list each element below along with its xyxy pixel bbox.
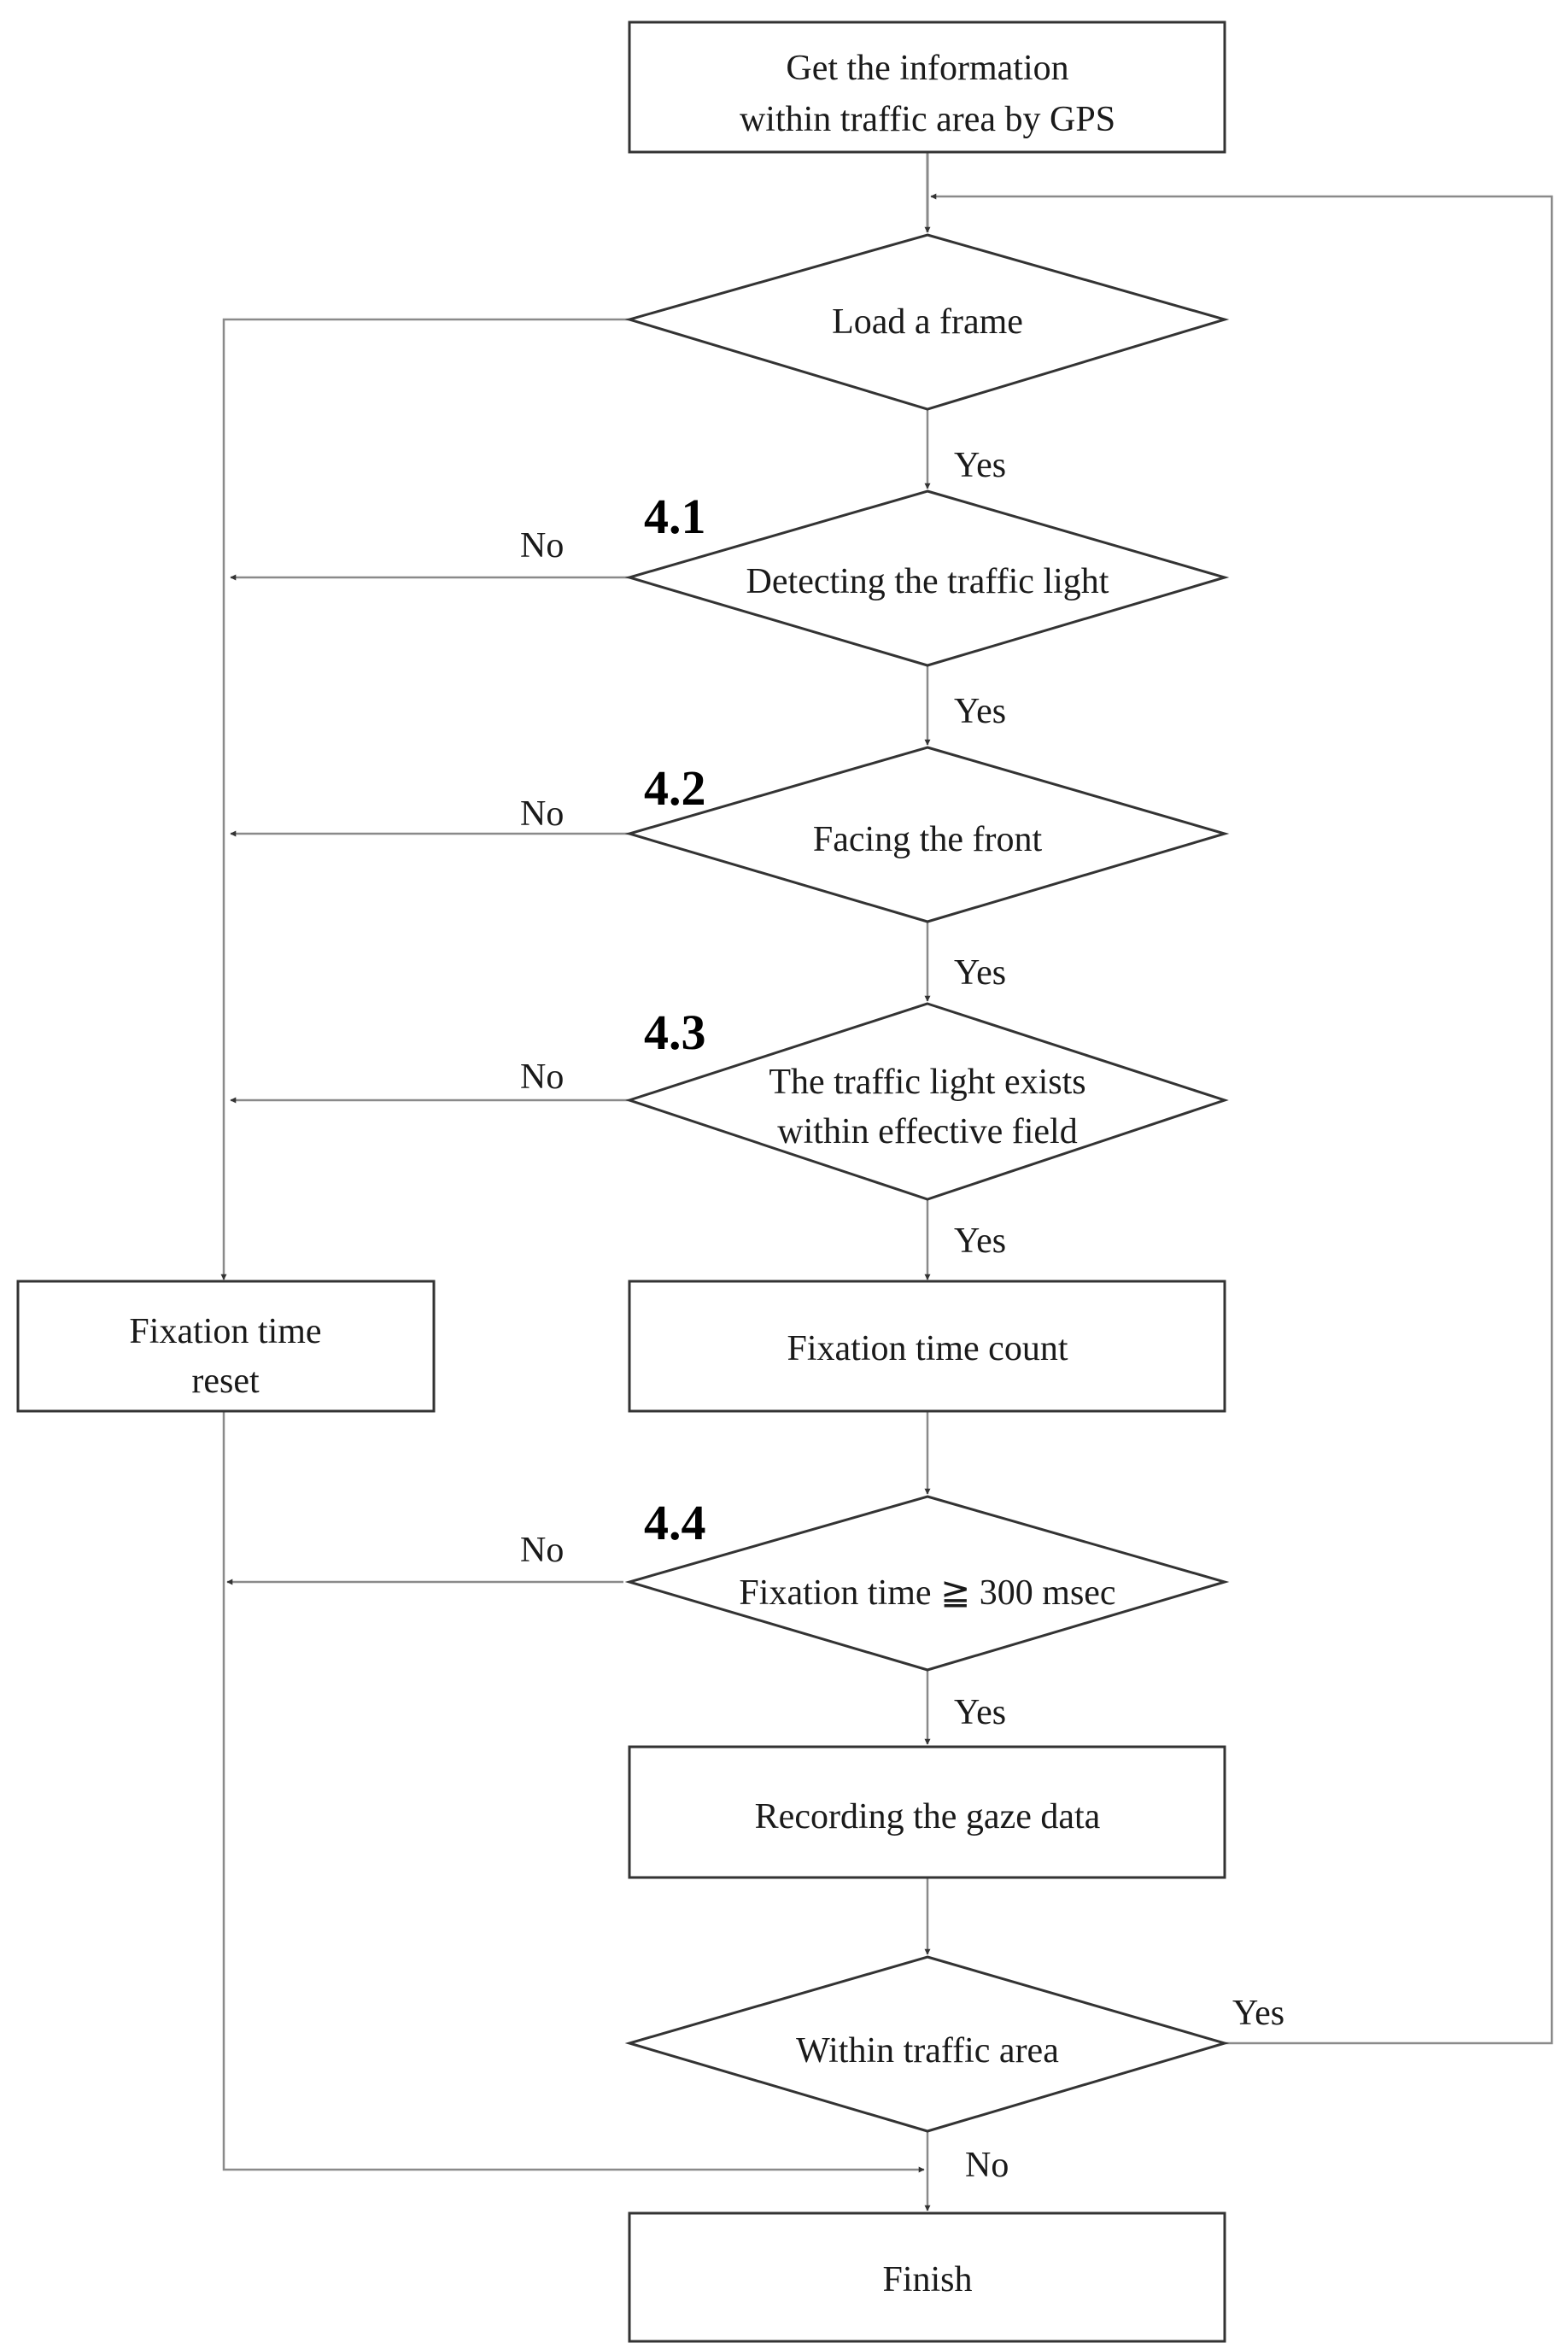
light-in-field-line1: The traffic light exists: [769, 1063, 1085, 1102]
edge-reset-to-finish: [222, 1411, 925, 2173]
no-label-threshold: No: [520, 1531, 564, 1570]
finish-label: Finish: [882, 2260, 972, 2299]
decision-within-area: Within traffic area: [624, 1955, 1230, 2133]
get-info-line2: within traffic area by GPS: [740, 100, 1115, 139]
section-4-1: 4.1: [644, 489, 706, 544]
no-label-field: No: [520, 1057, 564, 1097]
process-fixation-count: Fixation time count: [628, 1280, 1226, 1413]
no-label-within-area: No: [965, 2146, 1009, 2185]
fixation-reset-line2: reset: [191, 1362, 260, 1401]
section-4-4: 4.4: [644, 1495, 706, 1550]
load-frame-label: Load a frame: [832, 302, 1023, 342]
decision-light-in-field: The traffic light exists within effectiv…: [625, 1002, 1229, 1201]
decision-detect-light: Detecting the traffic light: [624, 489, 1230, 667]
yes-label-within-area: Yes: [1232, 1994, 1284, 2033]
fixation-threshold-label: Fixation time ≧ 300 msec: [739, 1573, 1115, 1613]
decision-facing-front: Facing the front: [624, 746, 1230, 923]
section-numbers: 4.1 4.2 4.3 4.4: [644, 489, 706, 1550]
facing-front-label: Facing the front: [813, 820, 1043, 859]
process-record-gaze: Recording the gaze data: [628, 1745, 1226, 1879]
terminal-finish: Finish: [628, 2211, 1226, 2343]
get-info-line1: Get the information: [786, 49, 1068, 88]
fixation-reset-line1: Fixation time: [129, 1312, 321, 1351]
fixation-count-label: Fixation time count: [787, 1329, 1068, 1368]
no-label-detect: No: [520, 526, 564, 565]
decision-load-frame: Load a frame: [624, 233, 1230, 411]
edge-labels: Yes Yes Yes Yes Yes Yes No No No No No: [520, 446, 1284, 2185]
section-4-3: 4.3: [644, 1005, 706, 1060]
decision-fixation-threshold: Fixation time ≧ 300 msec: [624, 1495, 1230, 1672]
process-fixation-reset: Fixation time reset: [16, 1280, 436, 1413]
record-gaze-label: Recording the gaze data: [755, 1797, 1101, 1836]
edge-load-frame-to-reset: [220, 318, 629, 1280]
process-get-info: Get the information within traffic area …: [628, 21, 1226, 154]
section-4-2: 4.2: [644, 760, 706, 816]
detect-light-label: Detecting the traffic light: [746, 562, 1109, 601]
edge-loop-back-to-load-frame: [930, 193, 1553, 2045]
yes-label-load-frame: Yes: [954, 446, 1006, 485]
yes-label-facing: Yes: [954, 953, 1006, 993]
no-label-facing: No: [520, 794, 564, 834]
light-in-field-line2: within effective field: [777, 1112, 1077, 1151]
connectors: [220, 152, 1553, 2211]
within-area-label: Within traffic area: [796, 2031, 1059, 2071]
yes-label-field: Yes: [954, 1221, 1006, 1261]
yes-label-detect: Yes: [954, 692, 1006, 731]
yes-label-threshold: Yes: [954, 1693, 1006, 1732]
